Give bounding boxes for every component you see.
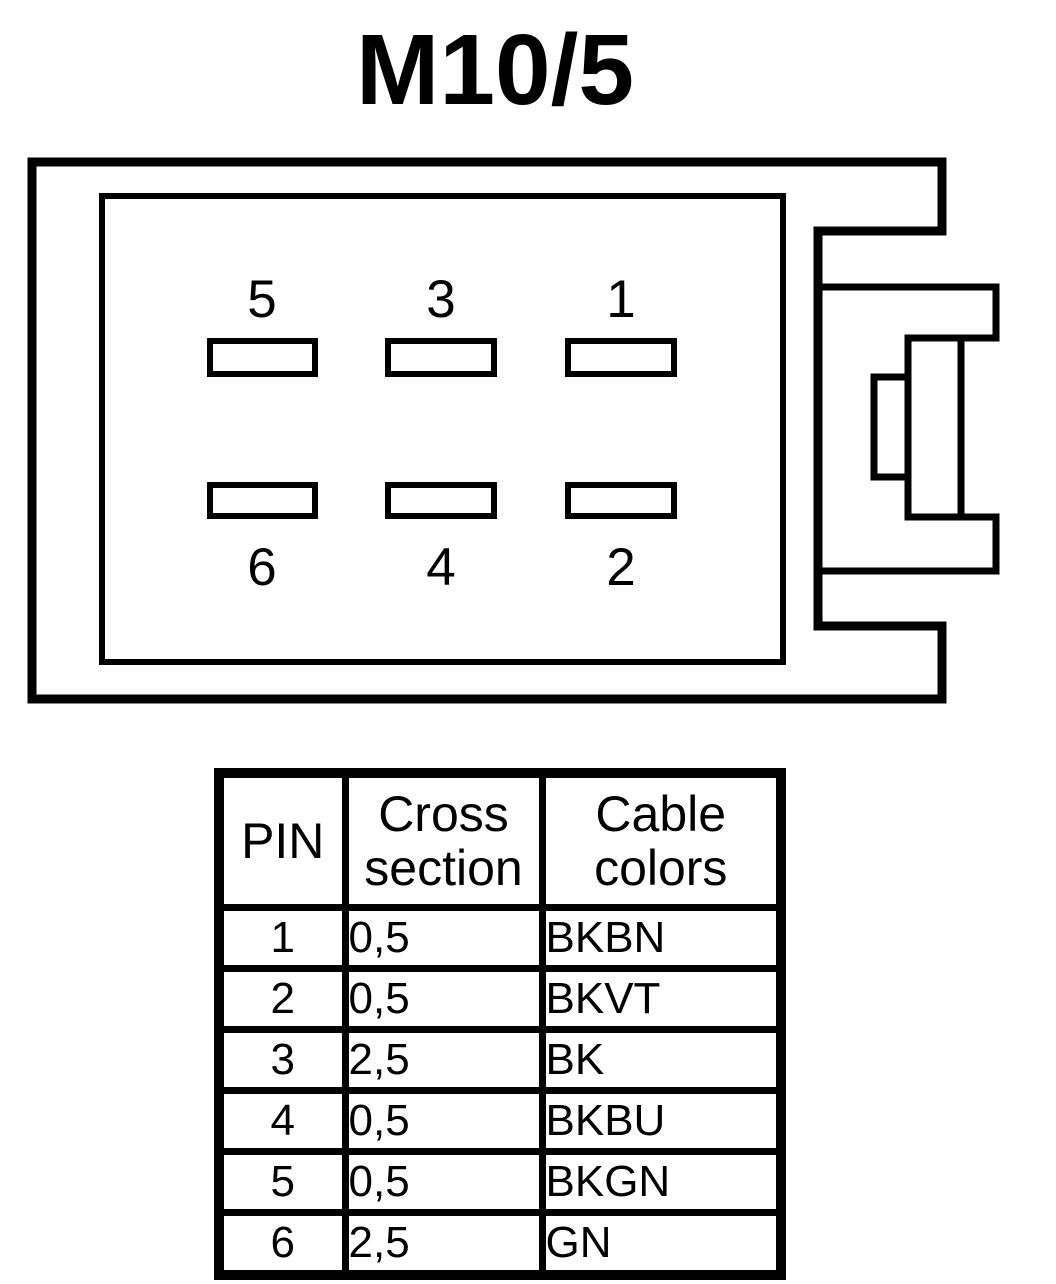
pin-slot-1 [565, 338, 677, 377]
pin-slot-4 [385, 482, 497, 519]
table-header-row: PIN Cross section Cable colors [215, 769, 785, 911]
pin-label-6: 6 [247, 538, 276, 597]
connector-inner-face [99, 193, 786, 665]
pin-label-1: 1 [606, 270, 635, 329]
pin-slot-2 [565, 482, 677, 519]
table-row: 2 0,5 BKVT [215, 965, 785, 1033]
table-row: 3 2,5 BK [215, 1026, 785, 1094]
header-cross-section: Cross section [341, 769, 546, 911]
table-row: 1 0,5 BKBN [215, 904, 785, 972]
cable-color-cell: BK [538, 1026, 785, 1094]
cable-color-cell: BKBU [538, 1087, 785, 1155]
cable-color-cell: BKBN [538, 904, 785, 972]
cross-section-cell: 2,5 [341, 1026, 546, 1094]
pin-label-2: 2 [606, 538, 635, 597]
cross-section-cell: 0,5 [341, 1087, 546, 1155]
pin-table: PIN Cross section Cable colors 1 0,5 BKB… [214, 768, 786, 1280]
cross-section-cell: 0,5 [341, 904, 546, 972]
pin-slot-3 [385, 338, 497, 377]
pin-label-3: 3 [426, 270, 455, 329]
connector-outer-body [27, 157, 947, 704]
pin-cell: 3 [215, 1026, 349, 1094]
table-row: 5 0,5 BKGN [215, 1148, 785, 1216]
cross-section-cell: 0,5 [341, 965, 546, 1033]
pin-slot-5 [207, 338, 318, 377]
pin-cell: 6 [215, 1209, 349, 1279]
connector-drawing: 5 3 1 6 4 2 [27, 157, 1000, 704]
connector-title: M10/5 [356, 14, 634, 126]
pin-slot-6 [207, 482, 318, 519]
header-cable-colors: Cable colors [538, 769, 785, 911]
pin-label-5: 5 [247, 270, 276, 329]
table-row: 4 0,5 BKBU [215, 1087, 785, 1155]
pin-label-4: 4 [426, 538, 455, 597]
cross-section-cell: 0,5 [341, 1148, 546, 1216]
pin-cell: 5 [215, 1148, 349, 1216]
latch-tab-icon [904, 334, 965, 521]
cable-color-cell: BKVT [538, 965, 785, 1033]
pin-cell: 4 [215, 1087, 349, 1155]
header-pin: PIN [215, 769, 349, 911]
pin-cell: 2 [215, 965, 349, 1033]
table-row: 6 2,5 GN [215, 1209, 785, 1279]
cable-color-cell: GN [538, 1209, 785, 1279]
pin-cell: 1 [215, 904, 349, 972]
latch-tab-small-icon [870, 373, 912, 481]
cross-section-cell: 2,5 [341, 1209, 546, 1279]
cable-color-cell: BKGN [538, 1148, 785, 1216]
